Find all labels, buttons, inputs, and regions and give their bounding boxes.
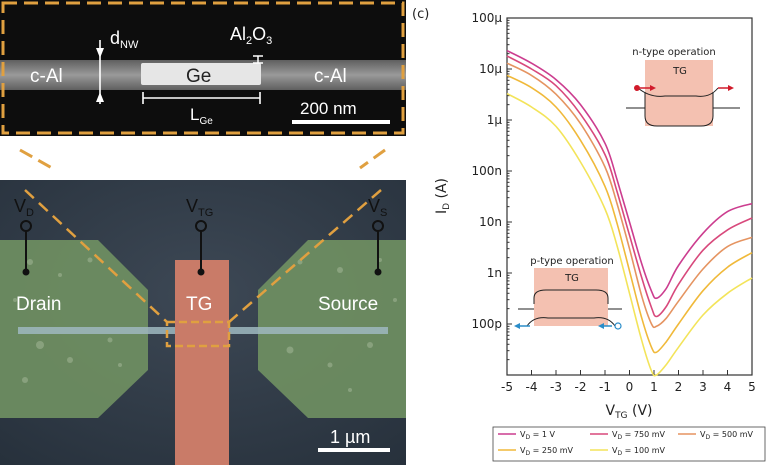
ge-segment (141, 63, 261, 85)
diameter-label: dNW (110, 28, 139, 51)
diameter-arrow (96, 40, 104, 104)
y-tick-label: 100µ (471, 11, 502, 25)
x-tick-label: 2 (675, 380, 683, 394)
y-axis-label: ID (A) (434, 178, 452, 214)
probe-lines (20, 220, 384, 272)
source-label: Source (318, 294, 378, 315)
length-bar (142, 92, 261, 104)
y-tick-label: 10µ (479, 62, 502, 76)
zoom-box (165, 320, 231, 348)
vd-label: VD (14, 196, 34, 219)
y-tick-label: 100p (471, 317, 502, 331)
p-inset-title: p-type operation (530, 256, 614, 267)
y-tick-label: 1n (487, 266, 502, 280)
x-tick-label: 4 (724, 380, 732, 394)
legend-label-2: VD = 750 mV (612, 430, 666, 441)
legend-label-3: VD = 500 mV (700, 430, 754, 441)
x-tick-label: 0 (626, 380, 634, 394)
series-lines (506, 49, 753, 377)
legend-label-5: VD = 100 mV (612, 446, 666, 457)
p-inset-gate-label: TG (564, 273, 579, 284)
sem-scalebar (318, 448, 390, 452)
x-axis: -5 -4 -3 -2 -1 0 1 2 3 4 5 (501, 370, 756, 394)
drain-label: Drain (16, 294, 61, 315)
ge-label: Ge (186, 66, 211, 87)
oxide-label: Al2O3 (230, 24, 272, 47)
n-type-inset: n-type operation TG (626, 47, 740, 127)
probe-dots (22, 268, 382, 276)
y-tick-label: 10n (479, 215, 502, 229)
n-inset-gate (645, 60, 713, 126)
x-tick-label: -5 (501, 380, 513, 394)
x-tick-label: 3 (699, 380, 707, 394)
sem-scalebar-label: 1 µm (330, 427, 370, 447)
sem-connectors (24, 189, 382, 323)
legend-label-4: VD = 250 mV (520, 446, 574, 457)
x-axis-label: VTG (V) (605, 403, 652, 421)
y-tick-label: 1µ (487, 113, 503, 127)
n-inset-title: n-type operation (632, 47, 715, 58)
panel-label: (c) (412, 7, 429, 22)
legend-label-1: VD = 1 V (520, 430, 556, 441)
tem-scalebar (292, 120, 390, 124)
y-axis: 100p 1n 10n 100n 1µ 10µ 100µ (471, 11, 512, 376)
p-inset-gate (534, 268, 608, 326)
left-al-label: c-Al (30, 66, 63, 87)
tem-scalebar-label: 200 nm (300, 99, 357, 118)
y-tick-label: 100n (471, 164, 502, 178)
x-tick-label: 1 (650, 380, 658, 394)
series-line-4 (506, 74, 753, 354)
series-line-3 (506, 62, 753, 329)
tem-frame (1, 1, 405, 135)
series-line-2 (506, 55, 753, 318)
length-label: LGe (190, 105, 213, 127)
zoom-connectors (19, 148, 386, 170)
legend-frame (492, 426, 766, 462)
oxide-marker (253, 55, 263, 64)
x-tick-label: 5 (748, 380, 756, 394)
right-al-label: c-Al (314, 66, 347, 87)
vtg-label: VTG (186, 196, 213, 219)
series-line-1 (506, 49, 753, 300)
series-line-5 (506, 92, 753, 377)
n-inset-gate-label: TG (672, 66, 687, 77)
x-tick-label: -4 (526, 380, 538, 394)
plot-panel: (c) 100p 1n 10n 100n 1µ 10µ 100µ -5 -4 -3 -2 -1 0 1 2… (412, 7, 766, 462)
top-gate (175, 260, 229, 465)
gate-label: TG (186, 294, 212, 315)
tem-panel: dNW Al2O3 c-Al Ge c-Al LGe 200 nm (0, 0, 406, 136)
sem-panel: VD VTG VS Drain TG Source 1 µm (0, 180, 406, 465)
x-tick-label: -3 (550, 380, 562, 394)
vs-label: VS (368, 196, 387, 219)
legend: VD = 1 V VD = 750 mV VD = 500 mV VD = 250 m… (492, 426, 766, 462)
x-tick-label: -1 (599, 380, 611, 394)
x-tick-label: -2 (575, 380, 587, 394)
p-type-inset: p-type operation TG (514, 256, 622, 330)
pad-texture (13, 257, 397, 392)
